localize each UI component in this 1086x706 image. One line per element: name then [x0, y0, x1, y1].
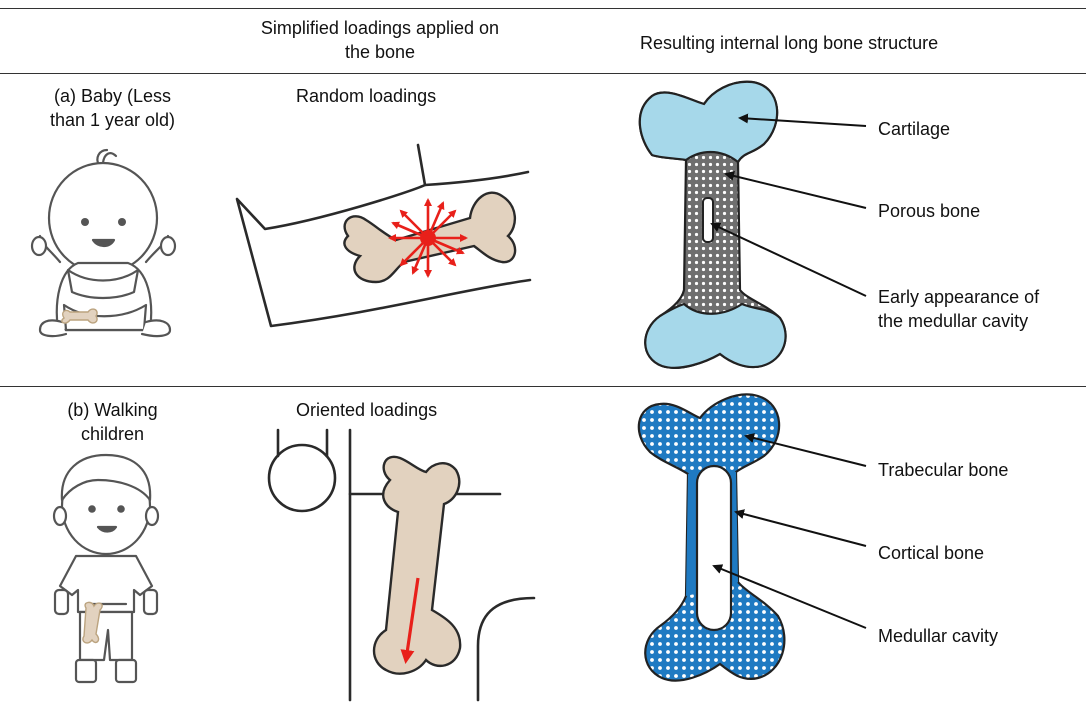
- bone-sketch-oriented: [374, 457, 460, 674]
- random-loading-arrows: [390, 200, 466, 276]
- baby-icon: [32, 150, 175, 336]
- child-long-bone: [639, 394, 785, 680]
- child-icon: [54, 455, 158, 682]
